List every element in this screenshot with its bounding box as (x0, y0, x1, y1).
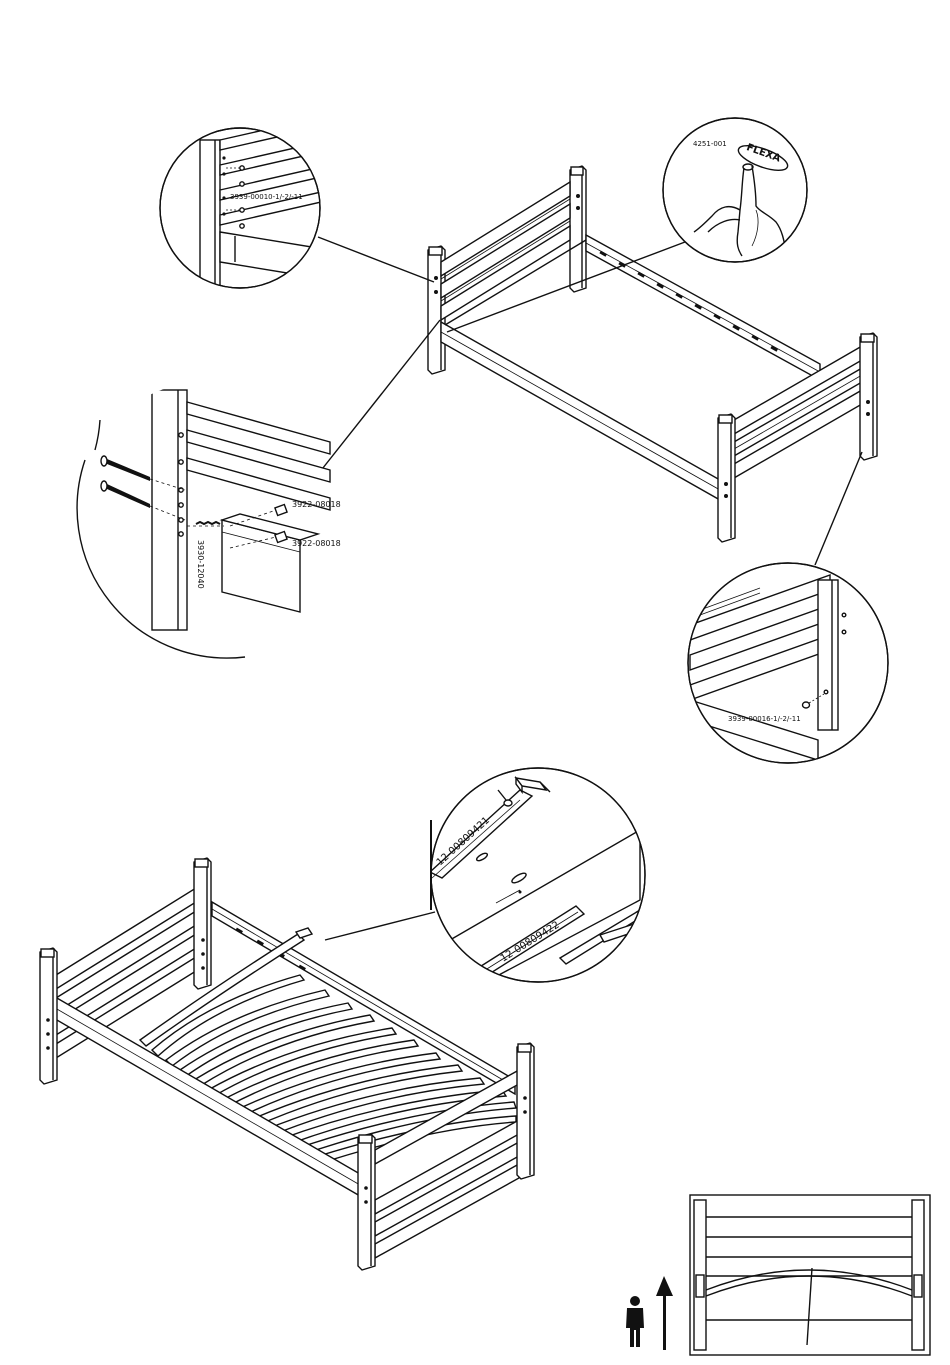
part-label-3939-00016: 3939-00016-1/-2/-11 (728, 715, 801, 723)
part-label-3939-00010: 3939-00010-1/-2/-11 (230, 193, 303, 201)
detail-headboard-holes: 3939-00010-1/-2/-11 (160, 95, 330, 290)
part-label-3922-08018-a: 3922-08018 (292, 500, 341, 509)
bottom-headboard-right-post (194, 858, 211, 989)
footboard-left-post (718, 414, 735, 542)
footboard-right-post (860, 333, 877, 460)
bottom-front-rail (50, 994, 360, 1196)
far-side-rail (586, 235, 820, 380)
headboard-right-post (570, 166, 586, 292)
detail-flexa-press: FLEXA 4251-001 (663, 118, 807, 262)
arrow-up-icon (656, 1276, 673, 1350)
detail-footboard-screw: 3939-00016-1/-2/-11 (688, 563, 888, 763)
bottom-footboard-left-post (358, 1134, 375, 1270)
orientation-inset (690, 1195, 930, 1355)
bottom-headboard-left-post (40, 948, 57, 1084)
part-label-3922-08018-b: 3922-08018 (292, 539, 341, 548)
bottom-footboard-right-post (517, 1043, 534, 1179)
person-icon (626, 1296, 644, 1347)
headboard-slats (441, 182, 570, 320)
detail-slat-clip: 12-00809421 12-00809422 (430, 768, 645, 985)
part-label-3930-12040: 3930-12040 (196, 540, 205, 589)
part-label-4251-001: 4251-001 (693, 140, 727, 148)
bed-frame-top (428, 166, 877, 542)
detail-rail-bolt-connection: 3922-08018 3922-08018 3930-12040 (77, 390, 341, 658)
